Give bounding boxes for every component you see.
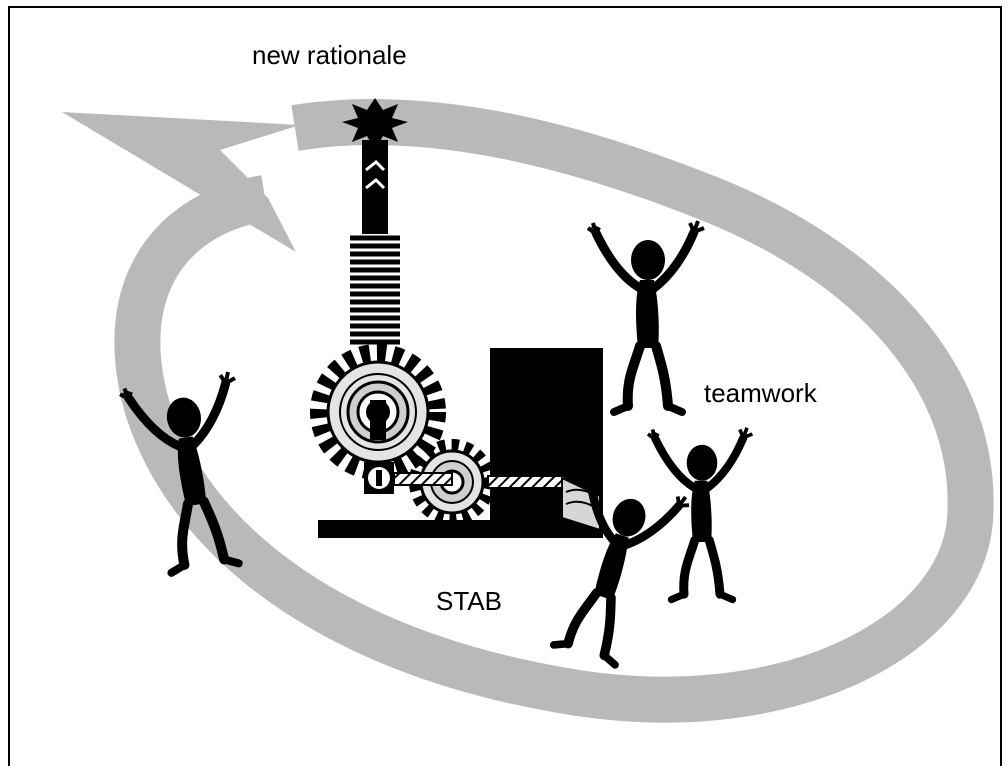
diagram-frame: [8, 6, 1002, 766]
label-new-rationale: new rationale: [252, 40, 407, 70]
spring: [350, 234, 400, 352]
dancing-person-icon-right: [648, 428, 752, 600]
dancing-person-icon-top-right: [588, 221, 704, 412]
gear-machine-icon: [318, 98, 603, 538]
circular-arrow-icon: [62, 99, 994, 723]
label-stab: STAB: [436, 586, 502, 616]
label-teamwork: teamwork: [704, 378, 817, 408]
